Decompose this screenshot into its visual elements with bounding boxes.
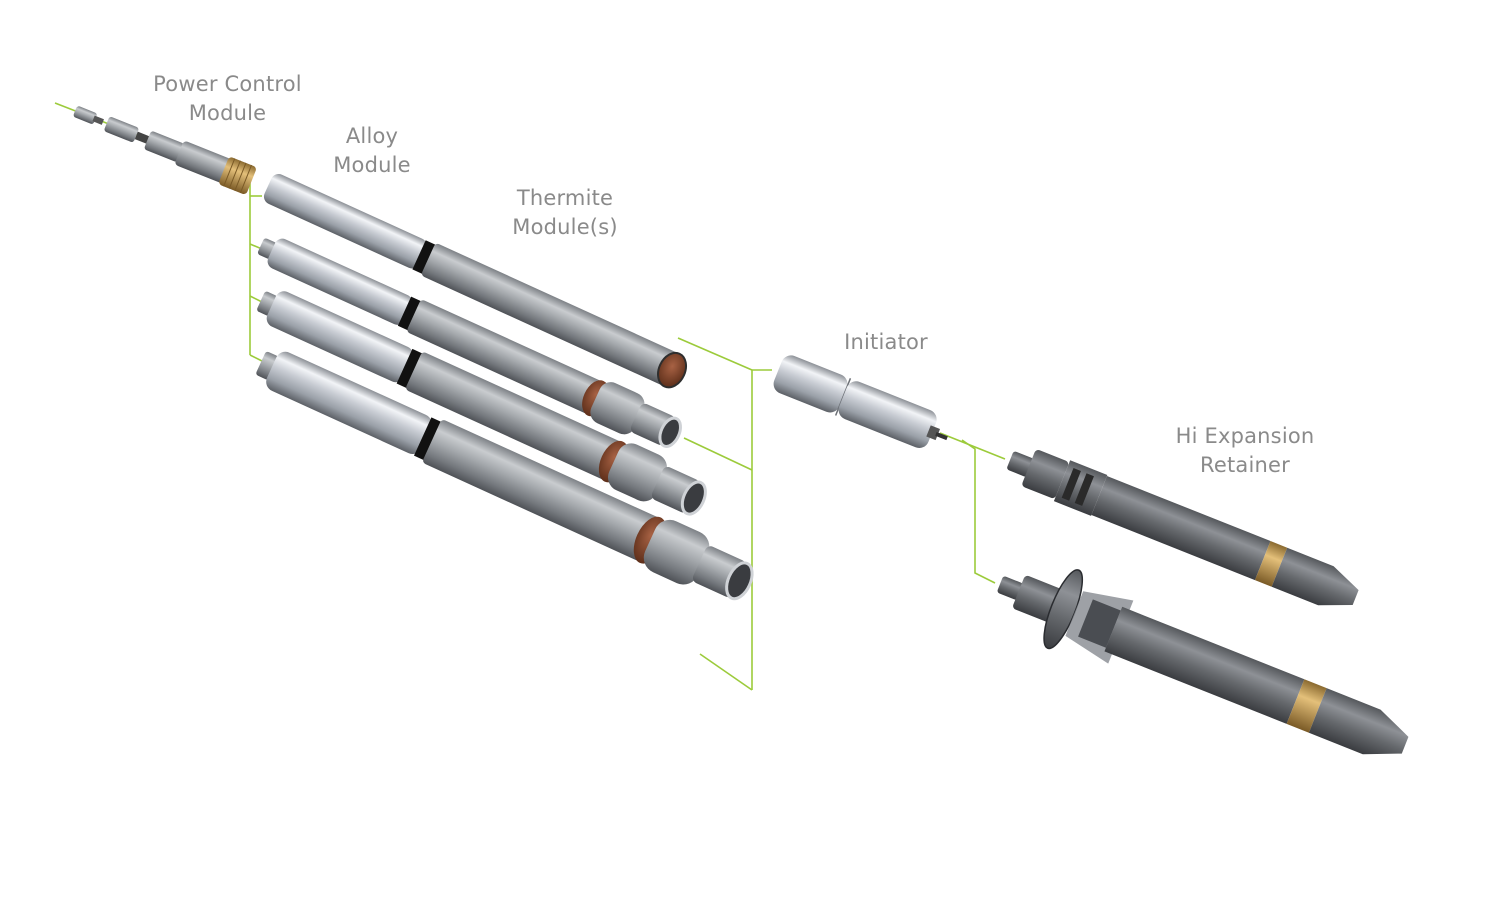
module-stack-3 (257, 291, 707, 516)
label-power-control-module: Power Control Module (140, 70, 315, 128)
label-line: Hi Expansion (1175, 424, 1315, 448)
module-stack-2 (257, 238, 682, 448)
label-alloy-module: Alloy Module (312, 122, 432, 180)
label-line: Module(s) (512, 215, 618, 239)
label-line: Alloy (345, 124, 399, 148)
retainer-upper (1007, 450, 1359, 606)
label-line: Module (188, 101, 267, 125)
label-line: Initiator (844, 330, 928, 354)
label-line: Module (333, 153, 411, 177)
label-thermite-modules: Thermite Module(s) (495, 184, 635, 242)
initiator (773, 355, 948, 448)
label-hi-expansion-retainer: Hi Expansion Retainer (1160, 422, 1330, 480)
power-control-module (73, 106, 256, 194)
module-stack-4 (256, 351, 754, 601)
label-line: Retainer (1200, 453, 1290, 477)
module-stack-1 (263, 174, 688, 389)
label-line: Thermite (516, 186, 614, 210)
retainer-lower (997, 569, 1409, 755)
label-line: Power Control (153, 72, 302, 96)
label-initiator: Initiator (826, 328, 946, 357)
